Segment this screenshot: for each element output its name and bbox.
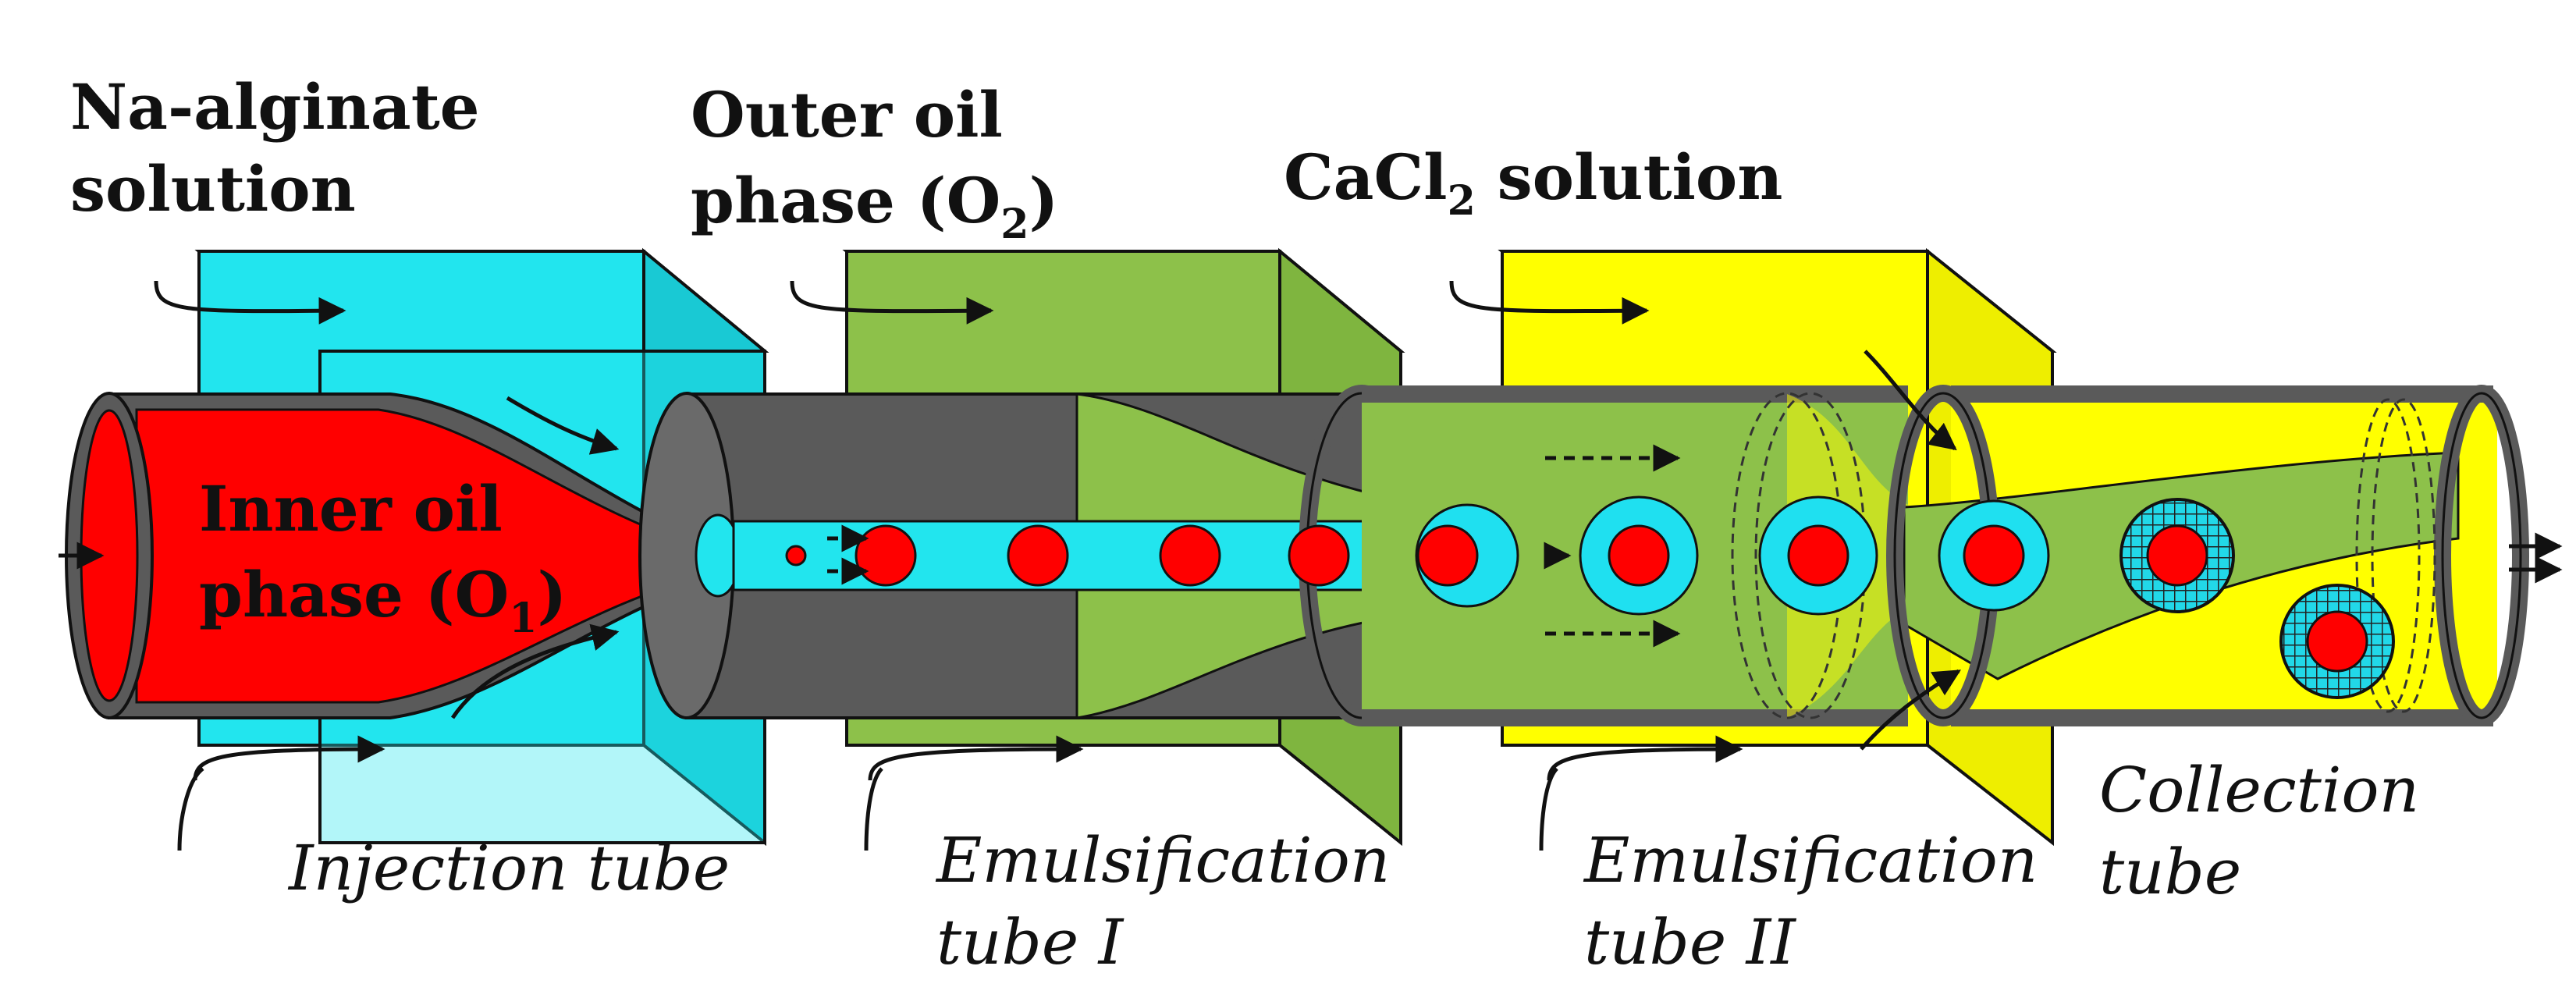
gelled-microcapsules <box>2119 498 2395 699</box>
injection-tube-label: Injection tube <box>287 832 730 904</box>
injection-tube <box>65 392 720 719</box>
outer-oil-label-line2: phase (O2) <box>691 164 1058 248</box>
na-alginate-label-line1: Na-alginate <box>70 70 480 144</box>
collection-tube-label-line2: tube <box>2099 836 2241 908</box>
emulsification-tube-2-label-line1: Emulsification <box>1583 824 2038 897</box>
inner-oil-label-line2: phase (O1) <box>199 558 567 642</box>
emulsification-tube-2-label-line2: tube II <box>1584 906 1796 978</box>
emulsification-tube-1-label-line1: Emulsification <box>935 824 1390 897</box>
cacl2-label: CaCl2 solution <box>1284 140 1782 225</box>
inner-oil-label-line1: Inner oil <box>199 472 503 545</box>
emulsification-tube-1-label-line2: tube I <box>936 906 1125 978</box>
na-alginate-label-line2: solution <box>70 152 356 226</box>
outer-oil-label-line1: Outer oil <box>691 78 1003 151</box>
feed-lines <box>177 767 1558 851</box>
droplets-emulsification-1 <box>785 524 1350 587</box>
dashed-flow-arrows <box>827 444 1681 648</box>
double-emulsion-droplets <box>1415 495 2050 616</box>
collection-tube-label-line1: Collection <box>2099 754 2419 826</box>
